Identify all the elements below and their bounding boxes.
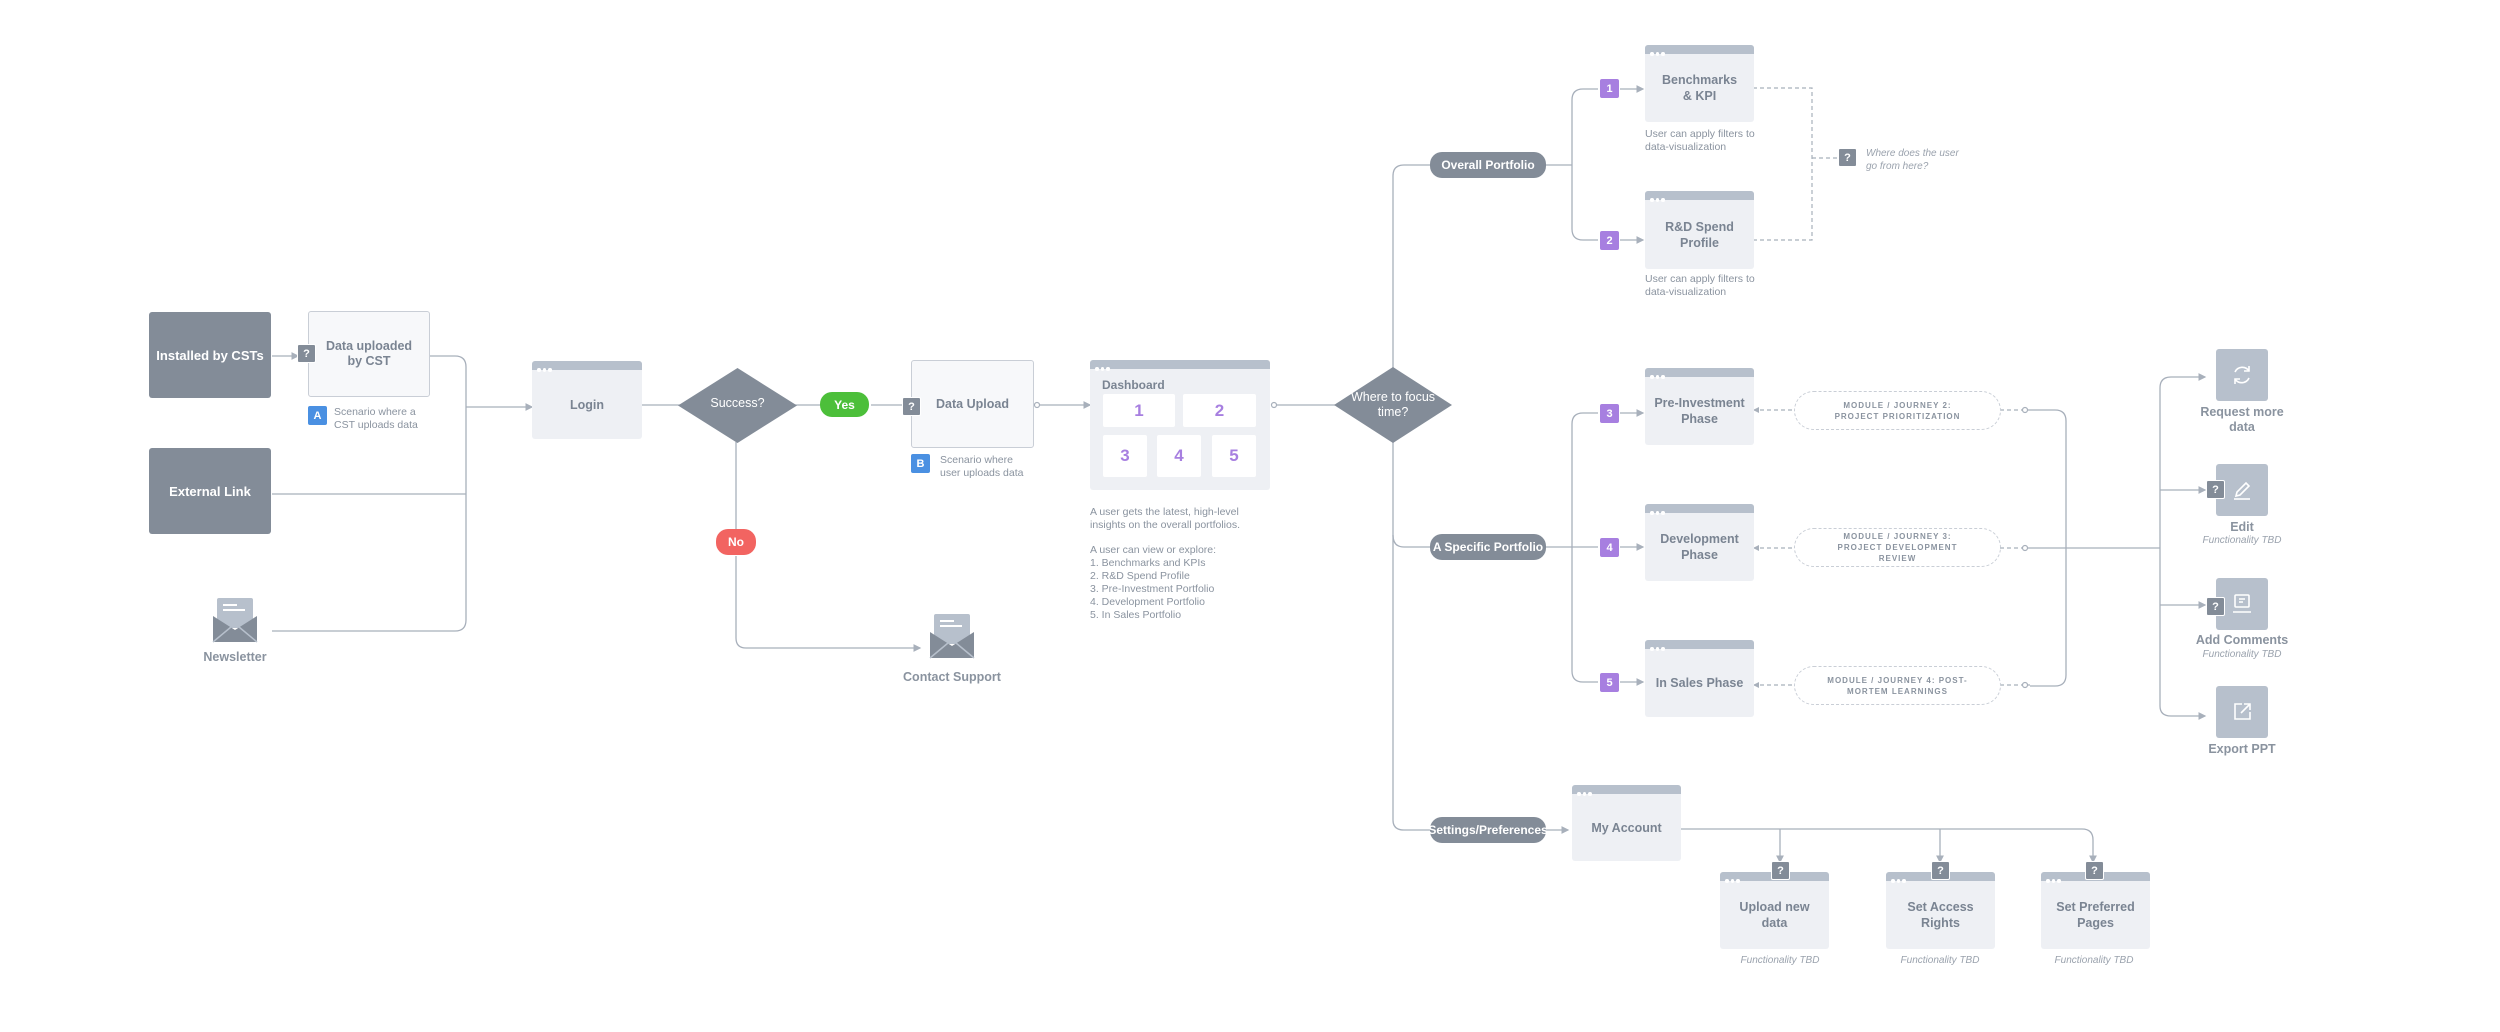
question-badge: ?: [2085, 861, 2104, 880]
contact-support-label: Contact Support: [903, 670, 1001, 684]
login-label: Login: [569, 397, 604, 412]
question-badge: ?: [1838, 148, 1857, 167]
dashboard-note-explore: A user can view or explore:: [1090, 544, 1217, 556]
question-badge: ?: [2206, 597, 2225, 616]
export-ppt-label: Export PPT: [2208, 742, 2276, 756]
focus-decision[interactable]: [1334, 367, 1452, 443]
export-icon[interactable]: [2216, 686, 2268, 738]
development-screen[interactable]: Development Phase: [1645, 504, 1754, 581]
dashboard-card-3[interactable]: 3: [1103, 435, 1147, 477]
scenario-b-note: Scenario where user uploads data: [940, 454, 1024, 479]
upload-new-data-label: Upload new data: [1739, 900, 1810, 930]
question-badge: ?: [297, 344, 316, 363]
my-account-screen[interactable]: My Account: [1572, 785, 1681, 861]
badge-2: 2: [1600, 231, 1619, 250]
question-badge: ?: [2206, 480, 2225, 499]
filters-note: User can apply filters to data-visualiza…: [1645, 128, 1755, 153]
dashboard-card-5[interactable]: 5: [1212, 435, 1256, 477]
overall-portfolio-pill[interactable]: Overall Portfolio: [1430, 152, 1546, 178]
filters-note: User can apply filters to data-visualiza…: [1645, 273, 1755, 298]
dashboard-card-1[interactable]: 1: [1103, 394, 1175, 427]
pre-investment-screen[interactable]: Pre-Investment Phase: [1645, 368, 1754, 445]
in-sales-screen[interactable]: In Sales Phase: [1645, 640, 1754, 717]
module-journey-2[interactable]: MODULE / JOURNEY 2: PROJECT PRIORITIZATI…: [1794, 391, 2001, 430]
dashboard-note: A user gets the latest, high-level insig…: [1090, 506, 1270, 622]
upload-new-data-screen[interactable]: Upload new data: [1720, 872, 1829, 949]
badge-3: 3: [1600, 404, 1619, 423]
dashboard-note-item: 2. R&D Spend Profile: [1090, 570, 1190, 582]
rd-spend-label: R&D Spend Profile: [1665, 219, 1734, 250]
my-account-label: My Account: [1591, 820, 1662, 835]
scenario-a-badge: A: [308, 406, 327, 425]
add-comments-label: Add Comments: [2195, 633, 2289, 647]
success-label: Success?: [710, 396, 765, 410]
benchmarks-kpi-label: Benchmarks & KPI: [1661, 73, 1738, 103]
yes-pill: Yes: [820, 392, 869, 417]
dashboard-note-item: 4. Development Portfolio: [1090, 596, 1205, 608]
external-link-node[interactable]: External Link: [149, 448, 271, 534]
settings-pill[interactable]: Settings/Preferences: [1428, 817, 1548, 843]
data-upload-node[interactable]: Data Upload: [911, 360, 1034, 448]
newsletter-label: Newsletter: [203, 650, 267, 664]
dashboard-title: Dashboard: [1102, 378, 1165, 392]
set-access-rights-label: Set Access Rights: [1907, 900, 1974, 930]
question-badge: ?: [902, 397, 921, 416]
success-decision[interactable]: [678, 368, 797, 443]
benchmarks-kpi-screen[interactable]: Benchmarks & KPI: [1645, 45, 1754, 122]
request-more-data-label: Request more data: [2200, 405, 2284, 434]
in-sales-label: In Sales Phase: [1655, 676, 1744, 690]
dashboard-note-item: 1. Benchmarks and KPIs: [1090, 557, 1206, 569]
login-screen[interactable]: Login: [532, 361, 642, 439]
set-access-rights-screen[interactable]: Set Access Rights: [1886, 872, 1995, 949]
scenario-a-note: Scenario where a CST uploads data: [334, 406, 418, 431]
installed-by-csts-node[interactable]: Installed by CSTs: [149, 312, 271, 398]
dashboard-note-item: 3. Pre-Investment Portfolio: [1090, 583, 1215, 595]
rd-spend-screen[interactable]: R&D Spend Profile: [1645, 191, 1754, 269]
badge-4: 4: [1600, 538, 1619, 557]
where-next-note: Where does the user go from here?: [1866, 148, 1959, 172]
badge-5: 5: [1600, 673, 1619, 692]
no-pill: No: [716, 529, 756, 555]
set-preferred-pages-label: Set Preferred Pages: [2056, 900, 2135, 930]
contact-support-icon[interactable]: [928, 612, 976, 660]
newsletter-icon[interactable]: [211, 596, 259, 644]
data-uploaded-node[interactable]: Data uploaded by CST: [308, 311, 430, 397]
dashboard-note-intro: A user gets the latest, high-level insig…: [1090, 506, 1240, 531]
dashboard-note-item: 5. In Sales Portfolio: [1090, 609, 1182, 621]
edit-functionality-note: Functionality TBD: [2202, 535, 2282, 546]
dashboard-screen[interactable]: Dashboard 1 2 3 4 5: [1090, 360, 1270, 490]
set-preferred-pages-screen[interactable]: Set Preferred Pages: [2041, 872, 2150, 949]
scenario-b-badge: B: [911, 454, 930, 473]
upload-functionality-note: Functionality TBD: [1740, 955, 1820, 966]
specific-portfolio-pill[interactable]: A Specific Portfolio: [1430, 534, 1546, 560]
question-badge: ?: [1931, 861, 1950, 880]
dashboard-card-4[interactable]: 4: [1157, 435, 1201, 477]
access-functionality-note: Functionality TBD: [1900, 955, 1980, 966]
preferred-functionality-note: Functionality TBD: [2054, 955, 2134, 966]
refresh-icon[interactable]: [2216, 349, 2268, 401]
focus-label: Where to focus time?: [1350, 390, 1436, 419]
pre-investment-label: Pre-Investment Phase: [1654, 396, 1745, 426]
comments-functionality-note: Functionality TBD: [2202, 649, 2282, 660]
question-badge: ?: [1771, 861, 1790, 880]
module-journey-4[interactable]: MODULE / JOURNEY 4: POST-MORTEM LEARNING…: [1794, 666, 2001, 705]
dashboard-card-2[interactable]: 2: [1183, 394, 1256, 427]
development-label: Development Phase: [1660, 532, 1739, 562]
badge-1: 1: [1600, 79, 1619, 98]
edit-label: Edit: [2230, 520, 2254, 534]
module-journey-3[interactable]: MODULE / JOURNEY 3: PROJECT DEVELOPMENT …: [1794, 528, 2001, 567]
